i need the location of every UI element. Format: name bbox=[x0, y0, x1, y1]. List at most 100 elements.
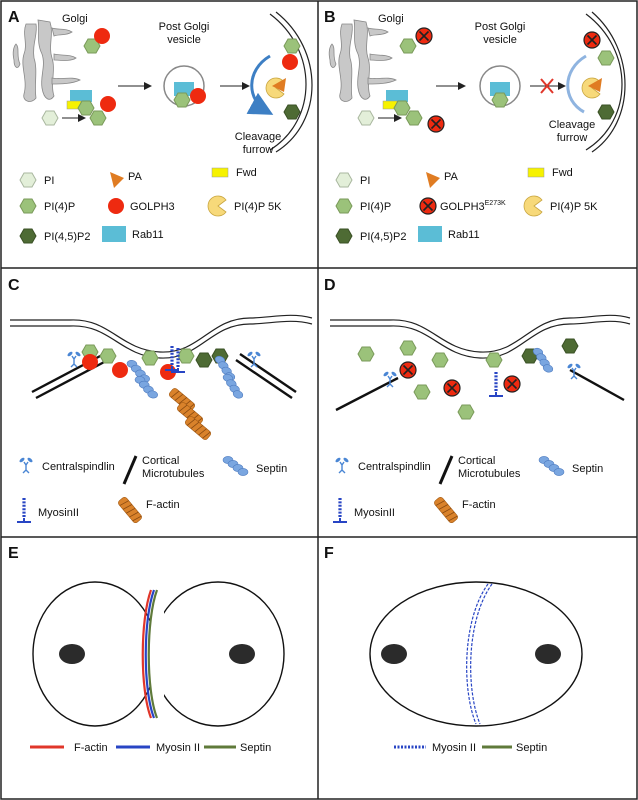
legend-septin: Septin bbox=[516, 742, 547, 754]
legend-golph3-superscript: E273K bbox=[485, 200, 506, 207]
microtubule-icon bbox=[438, 455, 454, 485]
septin-icon bbox=[222, 456, 249, 476]
legend-d: Centralspindlin Cortical Microtubules Se… bbox=[331, 455, 603, 525]
pa-icon bbox=[426, 172, 440, 188]
golgi-icon bbox=[328, 19, 397, 102]
legend-a: PI PA Fwd PI(4)P GOLPH3 PI(4)P 5K PI(4,5… bbox=[19, 167, 282, 244]
panel-letter: A bbox=[8, 9, 20, 26]
legend-pi4p: PI(4)P bbox=[44, 201, 75, 213]
membrane-icon bbox=[10, 314, 313, 353]
pi-hexagon-icon bbox=[335, 172, 353, 188]
myosin-icon bbox=[15, 496, 33, 524]
pi4p-hexagon-icon bbox=[77, 100, 95, 116]
nucleus-icon bbox=[535, 644, 561, 664]
panel-d: D Centralspindlin Cortical Microtubules … bbox=[324, 277, 631, 525]
legend-septin: Septin bbox=[572, 463, 603, 475]
golph3-icon bbox=[282, 54, 298, 70]
panel-letter: C bbox=[8, 277, 20, 294]
vesicle-label-line1: Post Golgi bbox=[475, 21, 526, 33]
furrow-gap bbox=[150, 580, 164, 730]
legend-c: Centralspindlin Cortical Microtubules Se… bbox=[15, 455, 287, 525]
pi45p2-hexagon-icon bbox=[597, 104, 615, 120]
legend-pi: PI bbox=[360, 175, 370, 187]
golph3-icon bbox=[112, 362, 128, 378]
golph3-icon bbox=[108, 198, 124, 214]
legend-factin: F-actin bbox=[74, 742, 108, 754]
pi4p-hexagon-icon bbox=[405, 110, 423, 126]
panel-c: C Centr bbox=[8, 277, 313, 525]
pi4p-hexagon-icon bbox=[457, 404, 475, 420]
pathway-arrow bbox=[246, 54, 274, 115]
pi4p-hexagon-icon bbox=[399, 38, 417, 54]
pi4p-hexagon-icon bbox=[431, 352, 449, 368]
legend-f: Myosin II Septin bbox=[394, 742, 547, 754]
legend-pi45p2: PI(4,5)P2 bbox=[44, 231, 90, 243]
rab11-icon bbox=[418, 226, 442, 242]
pi45p2-hexagon-icon bbox=[561, 338, 579, 354]
pi4p-hexagon-icon bbox=[485, 352, 503, 368]
legend-cortical-line1: Cortical bbox=[458, 455, 495, 467]
pi4p-hexagon-icon bbox=[19, 198, 37, 214]
cell-icon bbox=[369, 581, 583, 727]
vesicle-label-line1: Post Golgi bbox=[159, 21, 210, 33]
legend-myosin: Myosin II bbox=[432, 742, 476, 754]
pi4p-hexagon-icon bbox=[89, 110, 107, 126]
legend-rab11: Rab11 bbox=[448, 229, 480, 241]
legend-fwd: Fwd bbox=[236, 167, 257, 179]
golph3-mutant-icon bbox=[503, 375, 521, 393]
pi4p-hexagon-icon bbox=[393, 100, 411, 116]
legend-cortical-line1: Cortical bbox=[142, 455, 179, 467]
microtubule-icon bbox=[335, 376, 399, 412]
golph3-mutant-icon bbox=[583, 31, 601, 49]
legend-centralspindlin: Centralspindlin bbox=[42, 461, 115, 473]
pa-icon bbox=[110, 172, 124, 188]
legend-pi4p: PI(4)P bbox=[360, 201, 391, 213]
factin-icon bbox=[432, 495, 460, 525]
pi4p-hexagon-icon bbox=[141, 350, 159, 366]
pi45p2-hexagon-icon bbox=[335, 228, 353, 244]
legend-cortical-line2: Microtubules bbox=[142, 468, 205, 480]
golph3-icon bbox=[94, 28, 110, 44]
rab11-icon bbox=[386, 90, 408, 102]
golph3-mutant-icon bbox=[419, 197, 437, 215]
pi4p5k-icon bbox=[523, 195, 543, 217]
pi4p-hexagon-icon bbox=[177, 348, 195, 364]
panel-b: B Golgi Post Golgi vesicle Cleavage furr… bbox=[324, 9, 626, 244]
golph3-icon bbox=[82, 354, 98, 370]
legend-rab11: Rab11 bbox=[132, 229, 164, 241]
nucleus-icon bbox=[59, 644, 85, 664]
furrow-label-line2: furrow bbox=[557, 132, 588, 144]
vesicle-label-line2: vesicle bbox=[167, 34, 201, 46]
legend-golph3: GOLPH3E273K bbox=[440, 200, 506, 213]
myosin-icon bbox=[331, 496, 349, 524]
pi-hexagon-icon bbox=[41, 110, 59, 126]
microtubule-icon bbox=[235, 359, 293, 399]
golgi-label: Golgi bbox=[62, 13, 88, 25]
legend-pi45p2: PI(4,5)P2 bbox=[360, 231, 406, 243]
panel-letter: E bbox=[8, 545, 19, 562]
legend-myosin: MyosinII bbox=[354, 507, 395, 519]
pi45p2-hexagon-icon bbox=[19, 228, 37, 244]
panel-e: E F-actin Myosin II Septin bbox=[8, 545, 285, 754]
factin-icon bbox=[116, 495, 144, 525]
furrow-icon bbox=[585, 13, 623, 151]
pi4p-hexagon-icon bbox=[335, 198, 353, 214]
pi4p-hexagon-icon bbox=[173, 92, 191, 108]
legend-pi4p5k: PI(4)P 5K bbox=[234, 201, 282, 213]
myosin-ring bbox=[466, 583, 489, 725]
legend-fwd: Fwd bbox=[552, 167, 573, 179]
golgi-label: Golgi bbox=[378, 13, 404, 25]
pi4p-hexagon-icon bbox=[491, 92, 509, 108]
myosin-icon bbox=[487, 370, 505, 398]
legend-pi4p5k: PI(4)P 5K bbox=[550, 201, 598, 213]
pa-icon bbox=[588, 78, 602, 92]
panel-letter: B bbox=[324, 9, 336, 26]
nucleus-icon bbox=[229, 644, 255, 664]
microtubule-icon bbox=[122, 455, 138, 485]
cell-icon bbox=[151, 581, 285, 727]
legend-myosin: MyosinII bbox=[38, 507, 79, 519]
panel-letter: F bbox=[324, 545, 334, 562]
pi45p2-hexagon-icon bbox=[195, 352, 213, 368]
rab11-icon bbox=[102, 226, 126, 242]
cell-icon bbox=[32, 581, 158, 727]
